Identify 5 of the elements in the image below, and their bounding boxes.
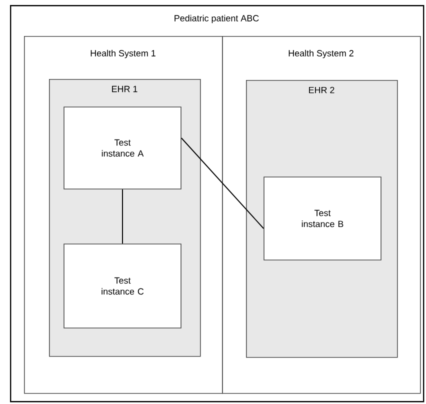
connector-line (122, 188, 123, 244)
instance-box: Test instance A (64, 106, 182, 190)
instance-box: Test instance C (64, 244, 182, 328)
instance-box: Test instance B (264, 176, 382, 260)
connector-line (180, 138, 264, 229)
